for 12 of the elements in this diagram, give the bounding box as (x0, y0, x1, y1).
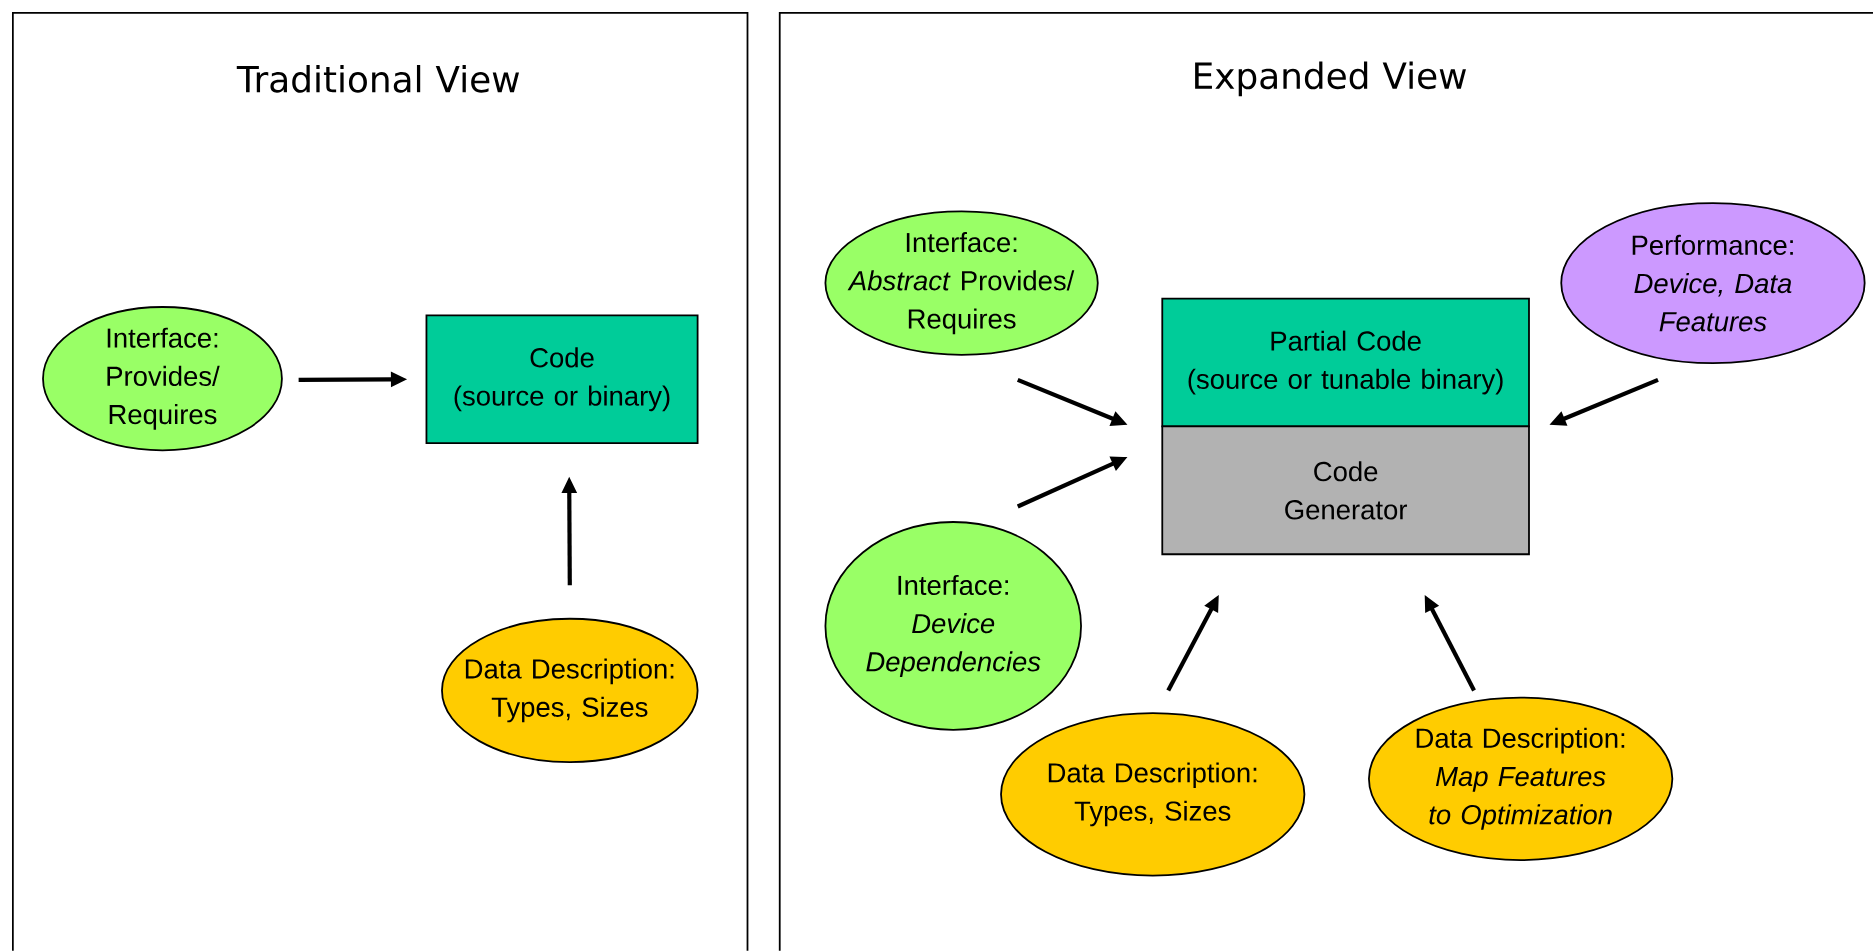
ellipse-node: Data Description: Types, Sizes (441, 617, 699, 764)
ellipse-node: Interface: Abstract Provides/ Requires (824, 210, 1099, 356)
ellipse-node: Interface: Provides/ Requires (42, 306, 283, 452)
code-box: Code (source or binary) (425, 314, 699, 445)
ellipse-node: Data Description: Map Features to Optimization (1368, 696, 1674, 862)
ellipse-node: Performance: Device, Data Features (1560, 202, 1866, 365)
panel-title: Expanded View (1195, 61, 1466, 97)
code-box: Code Generator (1161, 425, 1530, 556)
panel-title: Traditional View (236, 65, 519, 93)
ellipse-node: Interface: Device Dependencies (824, 521, 1082, 731)
ellipse-node: Data Description: Types, Sizes (1000, 712, 1306, 877)
code-box: Partial Code (source or tunable binary) (1161, 297, 1530, 428)
